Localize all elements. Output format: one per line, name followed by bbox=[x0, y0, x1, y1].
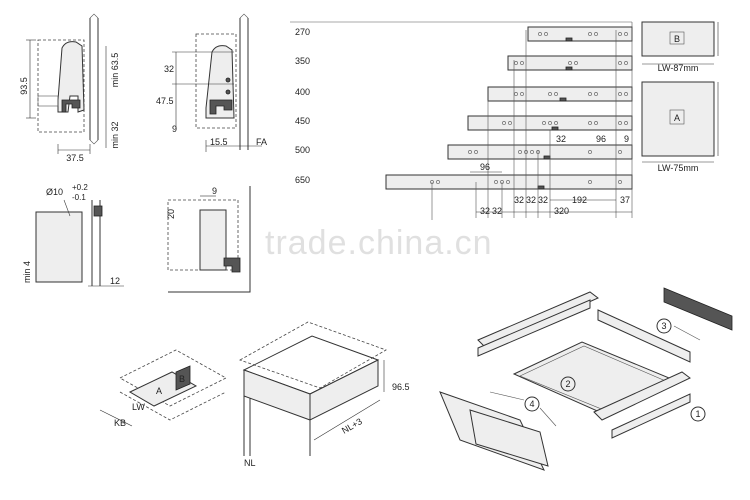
cabinet-drawer-view: 96.5 NL+3 NL bbox=[239, 321, 410, 468]
callout-4 bbox=[524, 396, 540, 412]
watermark: trade.china.cn bbox=[265, 224, 493, 262]
iso-label-b: B bbox=[179, 374, 185, 384]
rail-length-350: 350 bbox=[295, 56, 310, 66]
hole-tol-plus: +0.2 bbox=[72, 183, 88, 192]
dim-37-5: 37.5 bbox=[66, 153, 84, 163]
rail-length-650: 650 bbox=[295, 175, 310, 185]
dim-rail-32-d: 32 bbox=[538, 195, 548, 205]
callout-1 bbox=[690, 406, 706, 422]
hole-min-label: min 4 bbox=[22, 261, 32, 283]
iso-lw: LW bbox=[132, 402, 145, 412]
rail-450 bbox=[467, 115, 633, 131]
rail-270 bbox=[527, 26, 633, 42]
clip-gap-9: 9 bbox=[212, 186, 217, 196]
callout-2 bbox=[560, 376, 576, 392]
dim-rail-32-c: 32 bbox=[526, 195, 536, 205]
rear-profile-section: 32 47.5 9 15.5 FA bbox=[156, 13, 267, 152]
hole-diameter: Ø10 bbox=[46, 187, 63, 197]
cutout-a-plate bbox=[641, 81, 715, 157]
side-profile-section: 93.5 min 63.5 min 32 37.5 bbox=[19, 13, 120, 163]
callout-2-label: 2 bbox=[565, 379, 570, 389]
dim-rail-9: 9 bbox=[624, 134, 629, 144]
cutout-b-plate bbox=[641, 21, 715, 57]
iso-label-a: A bbox=[156, 386, 162, 396]
dim-rail-96-b: 96 bbox=[480, 162, 490, 172]
rail-500 bbox=[447, 144, 633, 160]
rail-length-450: 450 bbox=[295, 116, 310, 126]
rail-length-500: 500 bbox=[295, 145, 310, 155]
dim-9-rear: 9 bbox=[172, 124, 177, 134]
clip-height-20: 20 bbox=[166, 209, 176, 219]
exploded-assembly: 1 2 3 4 bbox=[439, 287, 733, 471]
cabinet-nl: NL bbox=[244, 458, 256, 468]
dim-93-5: 93.5 bbox=[19, 77, 29, 95]
cutout-a-caption: LW-75mm bbox=[658, 163, 699, 173]
cutout-b-caption: LW-87mm bbox=[658, 63, 699, 73]
dim-min-63-5: min 63.5 bbox=[110, 53, 120, 88]
hole-detail: Ø10 +0.2 -0.1 min 4 12 bbox=[22, 183, 124, 287]
cabinet-nl-3: NL+3 bbox=[340, 416, 364, 436]
rail-650 bbox=[385, 174, 633, 190]
dim-rail-320: 320 bbox=[554, 206, 569, 216]
dim-rail-32-f: 32 bbox=[492, 206, 502, 216]
rail-length-400: 400 bbox=[295, 87, 310, 97]
dim-rail-96-a: 96 bbox=[596, 134, 606, 144]
hole-offset-12: 12 bbox=[110, 276, 120, 286]
dim-rail-192: 192 bbox=[572, 195, 587, 205]
callout-3 bbox=[656, 318, 672, 334]
cabinet-height-96-5: 96.5 bbox=[392, 382, 410, 392]
dim-rail-32-e: 32 bbox=[480, 206, 490, 216]
callout-4-label: 4 bbox=[529, 399, 534, 409]
dim-rail-32-a: 32 bbox=[556, 134, 566, 144]
cutout-b-label: B bbox=[674, 34, 680, 44]
dim-min-32: min 32 bbox=[110, 121, 120, 148]
dim-15-5: 15.5 bbox=[210, 137, 228, 147]
dim-rail-37: 37 bbox=[620, 195, 630, 205]
dim-47-5: 47.5 bbox=[156, 96, 174, 106]
rail-lengths-diagram: 270 350 400 450 500 650 bbox=[290, 21, 633, 220]
callout-3-label: 3 bbox=[661, 321, 666, 331]
dim-32-rear: 32 bbox=[164, 64, 174, 74]
cutout-a-label: A bbox=[674, 113, 680, 123]
iso-kb: KB bbox=[114, 418, 126, 428]
dim-rail-32-b: 32 bbox=[514, 195, 524, 205]
cutout-templates: B LW-87mm A LW-75mm bbox=[641, 21, 719, 173]
rail-length-270: 270 bbox=[295, 27, 310, 37]
hole-tol-minus: -0.1 bbox=[72, 193, 86, 202]
clip-detail: 9 20 bbox=[166, 186, 251, 293]
dim-fa: FA bbox=[256, 137, 267, 147]
callout-1-label: 1 bbox=[695, 409, 700, 419]
isometric-drawer-front: A B LW KB bbox=[99, 349, 227, 428]
